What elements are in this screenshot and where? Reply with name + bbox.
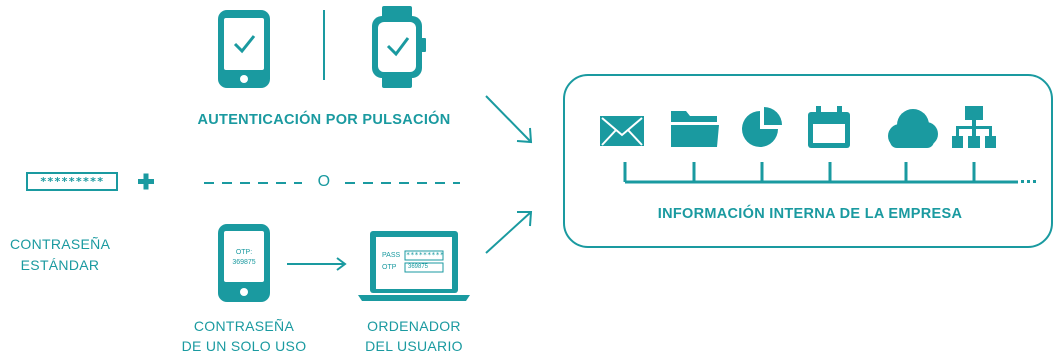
otp-label-line2: DE UN SOLO USO xyxy=(181,338,307,354)
push-auth-label: AUTENTICACIÓN POR PULSACIÓN xyxy=(197,112,451,128)
pie-chart-icon xyxy=(742,107,782,147)
laptop-pass-label: PASS xyxy=(382,252,401,259)
laptop-icon xyxy=(358,231,470,301)
smartwatch-check-icon xyxy=(372,6,426,88)
password-mask: ********* xyxy=(39,175,105,188)
network-icon xyxy=(952,106,996,148)
standard-password-label-line2: ESTÁNDAR xyxy=(20,257,100,273)
laptop-otp-value: 369875 xyxy=(408,264,429,270)
arrow-otp-to-company xyxy=(485,211,533,254)
laptop-otp-label: OTP xyxy=(382,264,397,271)
timeline-continuation-dots xyxy=(1021,180,1036,183)
laptop-pass-mask: ********* xyxy=(406,251,444,259)
laptop-label-line2: DEL USUARIO xyxy=(365,338,463,354)
laptop-label-line1: ORDENADOR xyxy=(367,318,461,334)
phone-otp-code: 369875 xyxy=(232,259,256,266)
otp-phone-icon xyxy=(218,224,270,302)
arrow-push-to-company xyxy=(485,95,533,144)
or-label: O xyxy=(317,173,331,190)
arrow-phone-to-laptop xyxy=(287,257,347,271)
calendar-icon xyxy=(808,106,850,148)
folder-icon xyxy=(671,111,719,147)
password-field-icon xyxy=(26,172,118,191)
otp-label-line1: CONTRASEÑA xyxy=(193,318,295,334)
company-info-label: INFORMACIÓN INTERNA DE LA EMPRESA xyxy=(657,206,963,222)
company-info-box xyxy=(563,74,1053,248)
icon-timeline xyxy=(623,162,1018,184)
plus-icon xyxy=(138,173,154,190)
cloud-icon xyxy=(888,109,938,148)
phone-otp-label: OTP: xyxy=(235,249,253,256)
standard-password-label-line1: CONTRASEÑA xyxy=(10,236,111,252)
smartphone-check-icon xyxy=(218,10,270,88)
mail-icon xyxy=(600,116,644,146)
